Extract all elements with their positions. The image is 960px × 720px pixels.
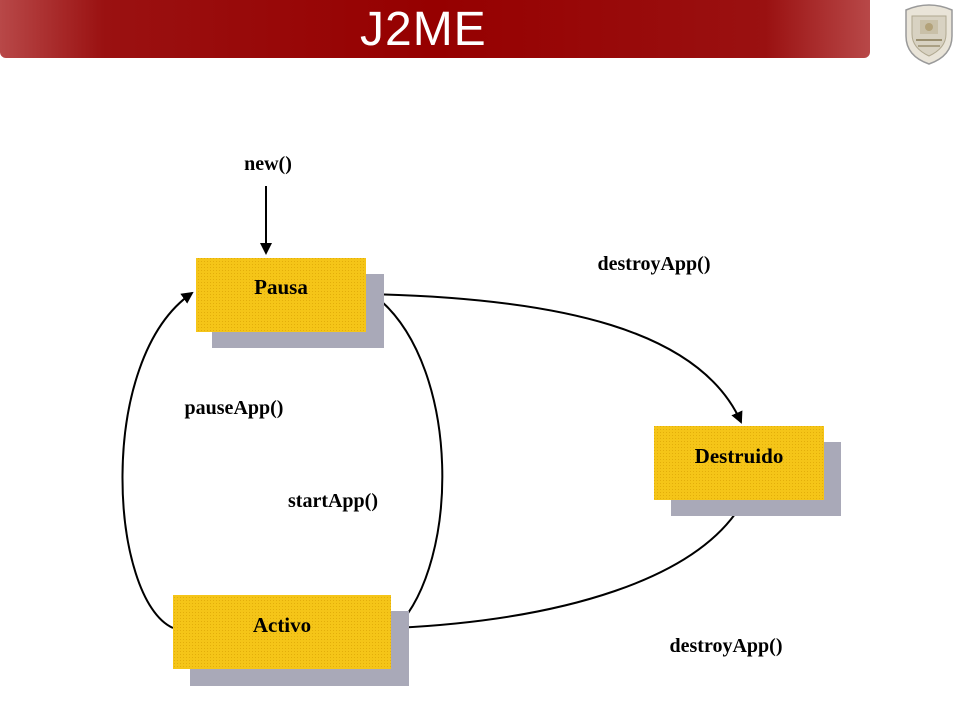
node-activo: Activo bbox=[173, 595, 409, 686]
edge-label-pause-app: pauseApp() bbox=[185, 397, 284, 419]
edge-label-new: new() bbox=[244, 153, 292, 175]
title-bar: J2ME bbox=[0, 0, 870, 58]
node-activo-label: Activo bbox=[253, 613, 311, 637]
node-destruido: Destruido bbox=[654, 426, 841, 516]
edge-label-start-app: startApp() bbox=[288, 490, 378, 512]
node-destruido-label: Destruido bbox=[695, 444, 784, 468]
node-pausa: Pausa bbox=[196, 258, 384, 348]
node-activo-box bbox=[173, 595, 391, 669]
node-pausa-box bbox=[196, 258, 366, 332]
slide-title: J2ME bbox=[360, 3, 487, 56]
start-app-arrow bbox=[379, 299, 444, 629]
destroy-from-activo-arrow bbox=[394, 498, 745, 629]
node-pausa-label: Pausa bbox=[254, 275, 308, 299]
pause-app-arrow bbox=[121, 291, 194, 629]
destroy-from-pausa-arrow bbox=[365, 293, 743, 424]
edge-label-destroy-from-activo: destroyApp() bbox=[670, 635, 783, 657]
edge-label-destroy-from-pausa: destroyApp() bbox=[598, 253, 711, 275]
node-destruido-box bbox=[654, 426, 824, 500]
institution-crest-logo bbox=[905, 4, 953, 65]
